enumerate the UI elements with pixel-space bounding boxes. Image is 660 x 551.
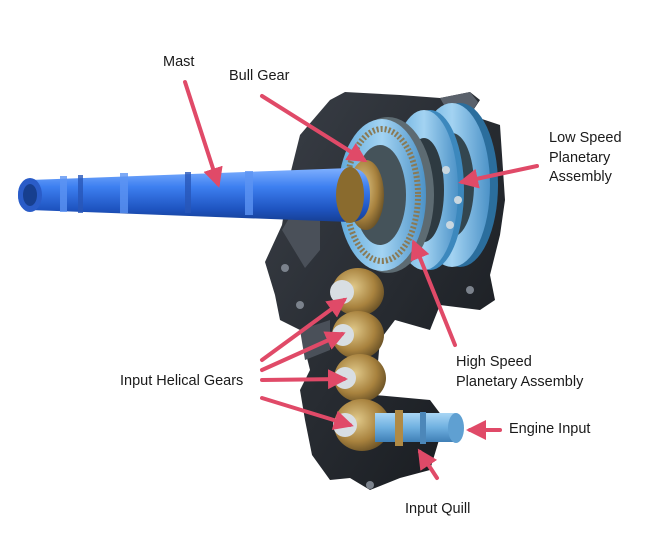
bull-gear-label: Bull Gear: [229, 68, 290, 84]
input-helical-gears-label: Input Helical Gears: [120, 373, 244, 389]
helical-gear-arrow-1: [260, 297, 348, 362]
high-speed-planetary-label: High Speed Planetary Assembly: [456, 354, 584, 390]
low-speed-planetary-arrow: [458, 164, 539, 189]
helical-gear-arrow-4: [260, 396, 354, 430]
mast-label: Mast: [163, 54, 195, 70]
high-speed-planetary-arrow: [410, 239, 457, 347]
helical-gear-arrow-2: [260, 331, 346, 372]
bull-gear-arrow: [260, 94, 368, 163]
engine-input-label: Engine Input: [509, 421, 591, 437]
input-quill-arrow: [417, 448, 439, 480]
input-quill-label: Input Quill: [405, 501, 471, 517]
low-speed-planetary-label: Low Speed Planetary Assembly: [549, 130, 622, 186]
callout-arrows: [183, 80, 539, 480]
helical-gear-arrow-3: [260, 369, 348, 390]
input-quill: [375, 410, 464, 446]
mast-shaft: [18, 167, 370, 223]
mast-arrow: [183, 80, 223, 188]
